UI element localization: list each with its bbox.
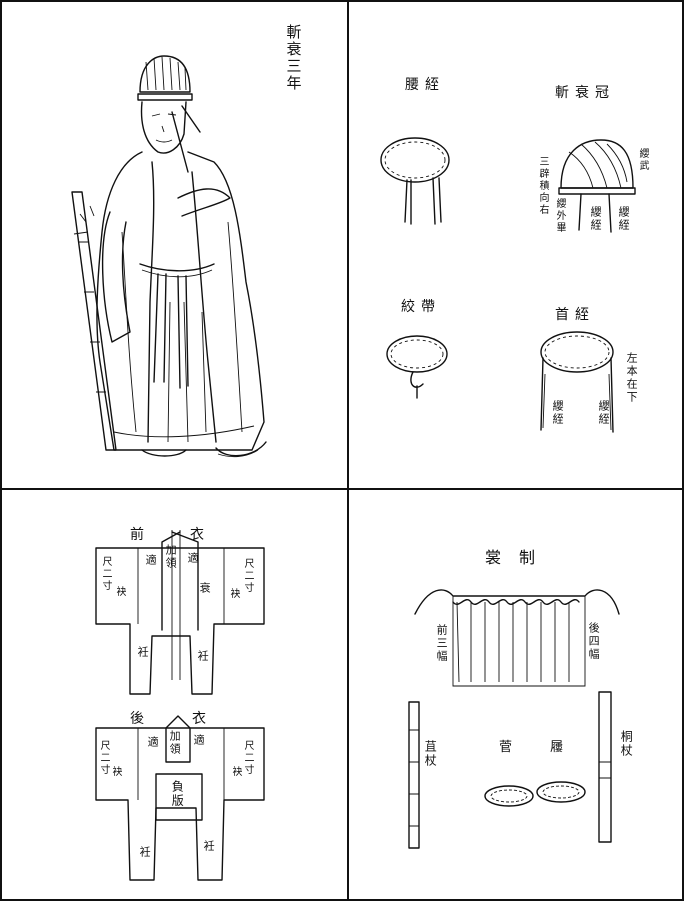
back-label-right-side: 尺二寸: [242, 740, 253, 776]
back-label-collar: 加領: [168, 730, 182, 756]
label-crown-cord-right: 纓絰: [617, 206, 631, 232]
label-crown-cord-left: 纓絰: [589, 206, 603, 232]
label-crown-side-left: 纓外畢: [554, 198, 565, 234]
back-label-left-side: 尺二寸: [98, 740, 109, 776]
front-label-left-side: 尺二寸: [100, 556, 111, 592]
label-wood-staff: 桐杖: [619, 730, 634, 758]
label-head-cord-left: 纓絰: [551, 400, 565, 426]
label-crown-side-right: 纓武: [637, 148, 648, 172]
label-back-garment: 後衣: [130, 711, 254, 727]
figure-title: 斬衰三年: [284, 24, 303, 92]
label-head-cord-right: 纓絰: [597, 400, 611, 426]
waist-cord-illustration: [380, 137, 636, 433]
front-label-collar: 加領: [164, 544, 178, 570]
label-sandals: 菅屨: [499, 740, 602, 755]
back-label-left-sleeve: 袂: [110, 766, 121, 778]
back-label-shi: 適: [146, 736, 160, 749]
label-skirt-front: 前三幅: [435, 624, 449, 663]
panel-skirt-staffs: 裳制 前三幅 後四幅 苴杖 桐杖 菅屨: [347, 488, 684, 901]
front-label-ren-left: 衽: [136, 646, 150, 659]
label-skirt-back: 後四幅: [587, 622, 601, 661]
front-label-cui: 衰: [198, 582, 212, 595]
front-label-left-sleeve: 袂: [114, 586, 125, 598]
front-label-right-sleeve: 袂: [228, 588, 239, 600]
back-label-fuban: 負版: [170, 780, 185, 808]
panel-garment-pattern: 前衣 後衣 尺二寸 袂 加領 適 適 衰 衽 衽 尺二寸 袂 尺二寸 袂 適 加…: [0, 488, 349, 901]
panel-mourning-accessories: 腰絰 斬衰冠 三辟積向右 纓外畢 纓武 纓絰 纓絰 絞帶 首絰 左本在下 纓絰 …: [347, 0, 684, 490]
skirt-staff-illustration: [408, 589, 620, 849]
label-crown: 斬衰冠: [555, 85, 615, 101]
front-label-shi-right: 適: [186, 552, 200, 565]
front-label-right-side: 尺二寸: [242, 558, 253, 594]
label-skirt-title: 裳制: [485, 548, 554, 567]
label-crown-note: 三辟積向右: [537, 156, 548, 216]
label-waist-cord: 腰絰: [405, 77, 445, 93]
back-label-ren-right: 衽: [202, 840, 216, 853]
back-label-right-sleeve: 袂: [230, 766, 241, 778]
back-label-ren-left: 衽: [138, 846, 152, 859]
label-head-cord: 首絰: [555, 307, 595, 323]
label-twisted-belt: 絞帶: [401, 299, 441, 315]
front-label-ren-right: 衽: [196, 650, 210, 663]
label-front-garment: 前衣: [130, 527, 250, 543]
garment-pattern-illustration: [95, 530, 265, 881]
back-label-shi-right: 適: [192, 734, 206, 747]
label-bamboo-staff: 苴杖: [423, 740, 438, 768]
panel-mourning-figure: 斬衰三年: [0, 0, 349, 490]
label-head-note: 左本在下: [625, 352, 639, 404]
mourner-illustration: [71, 55, 267, 458]
front-label-shi: 適: [144, 554, 158, 567]
